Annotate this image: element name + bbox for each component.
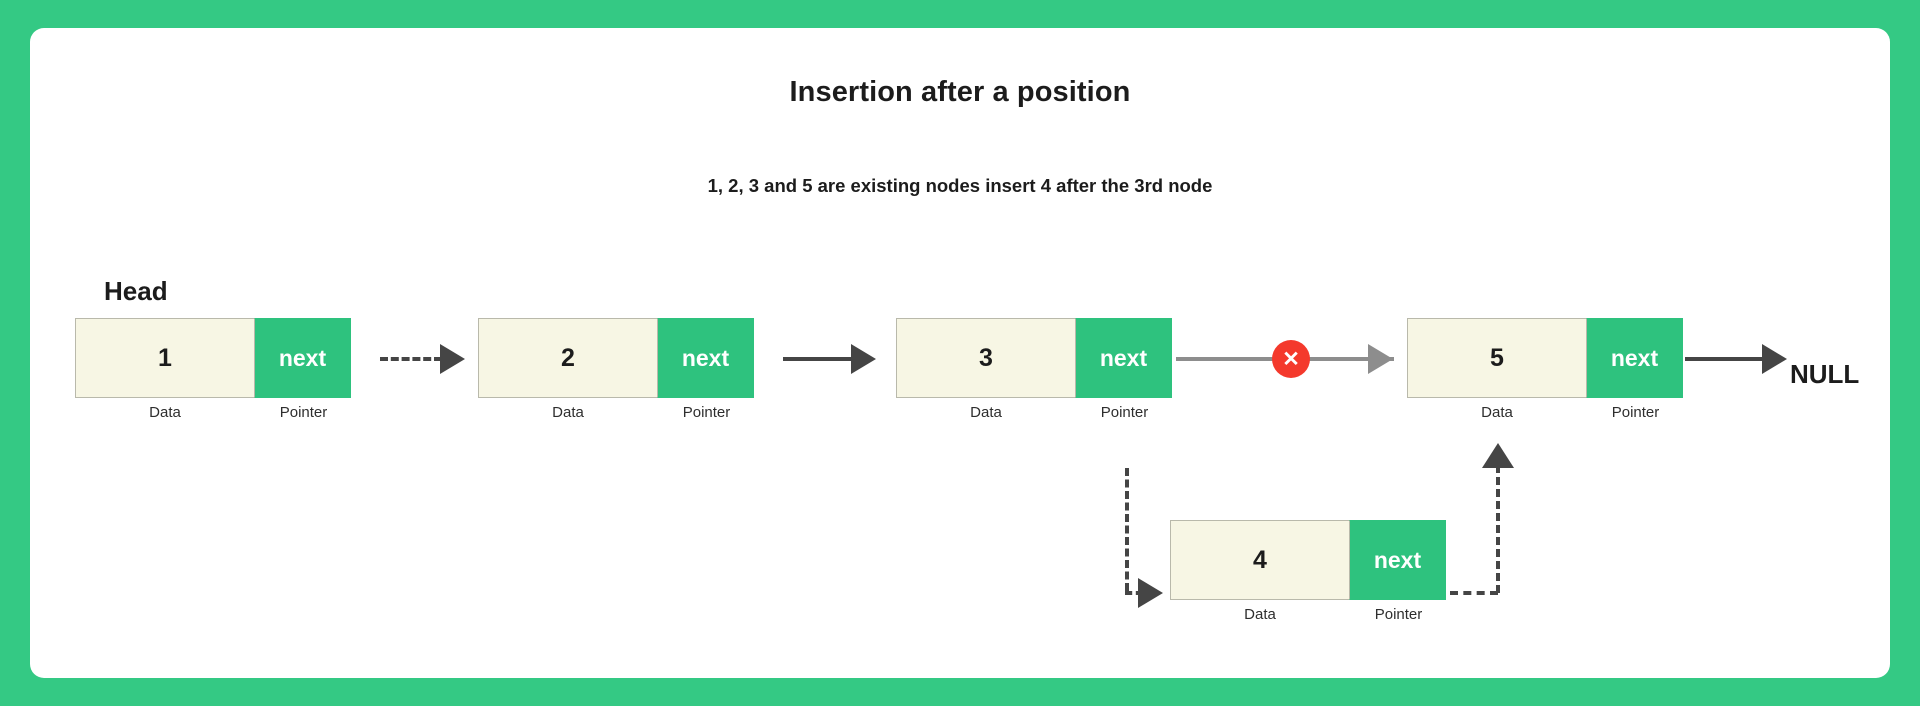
node-3-pointer-caption: Pointer — [1100, 404, 1149, 421]
link-node4-node5-elbow — [1450, 591, 1498, 595]
link-node5-null-line — [1685, 357, 1765, 361]
node-1-pointer-caption: Pointer — [279, 404, 328, 421]
node-4-pointer-cell: next — [1349, 520, 1446, 600]
node-5: 5 next Data Pointer — [1407, 318, 1684, 421]
broken-link-x-icon: ✕ — [1272, 340, 1310, 378]
head-label: Head — [104, 276, 168, 306]
diagram-subtitle: 1, 2, 3 and 5 are existing nodes insert … — [707, 175, 1213, 196]
node-2-data-cell: 2 — [478, 318, 658, 398]
diagram-card: Insertion after a position 1, 2, 3 and 5… — [30, 28, 1890, 678]
link-node3-node4-arrowhead — [1138, 578, 1163, 608]
node-3-data-cell: 3 — [896, 318, 1076, 398]
link-node2-node3-line — [783, 357, 853, 361]
node-5-pointer-cell: next — [1586, 318, 1683, 398]
link-node3-node4-elbow — [1125, 591, 1143, 595]
link-node5-null-arrowhead — [1762, 344, 1787, 374]
node-4: 4 next Data Pointer — [1170, 520, 1447, 623]
null-label: NULL — [1790, 359, 1860, 389]
node-3: 3 next Data Pointer — [896, 318, 1173, 421]
node-2-pointer-cell: next — [657, 318, 754, 398]
link-node1-node2-line — [380, 357, 442, 361]
link-node2-node3-arrowhead — [851, 344, 876, 374]
node-5-data-caption: Data — [1481, 404, 1513, 421]
node-4-data-cell: 4 — [1170, 520, 1350, 600]
link-node4-node5-arrowhead — [1482, 443, 1514, 468]
node-1-pointer-cell: next — [254, 318, 351, 398]
page-title: Insertion after a position — [789, 76, 1131, 108]
node-2-data-caption: Data — [552, 404, 584, 421]
link-node4-node5-vertical — [1496, 465, 1500, 593]
node-3-pointer-cell: next — [1075, 318, 1172, 398]
node-2: 2 next Data Pointer — [478, 318, 755, 421]
node-1-data-cell: 1 — [75, 318, 255, 398]
node-3-data-caption: Data — [970, 404, 1002, 421]
node-2-pointer-caption: Pointer — [682, 404, 731, 421]
node-4-data-caption: Data — [1244, 606, 1276, 623]
node-1-data-caption: Data — [149, 404, 181, 421]
link-node3-node5-arrowhead — [1368, 344, 1393, 374]
node-5-pointer-caption: Pointer — [1611, 404, 1660, 421]
node-4-pointer-caption: Pointer — [1374, 606, 1423, 623]
link-node1-node2-arrowhead — [440, 344, 465, 374]
node-5-data-cell: 5 — [1407, 318, 1587, 398]
link-node3-node4-vertical — [1125, 468, 1129, 591]
node-1: 1 next Data Pointer — [75, 318, 352, 421]
